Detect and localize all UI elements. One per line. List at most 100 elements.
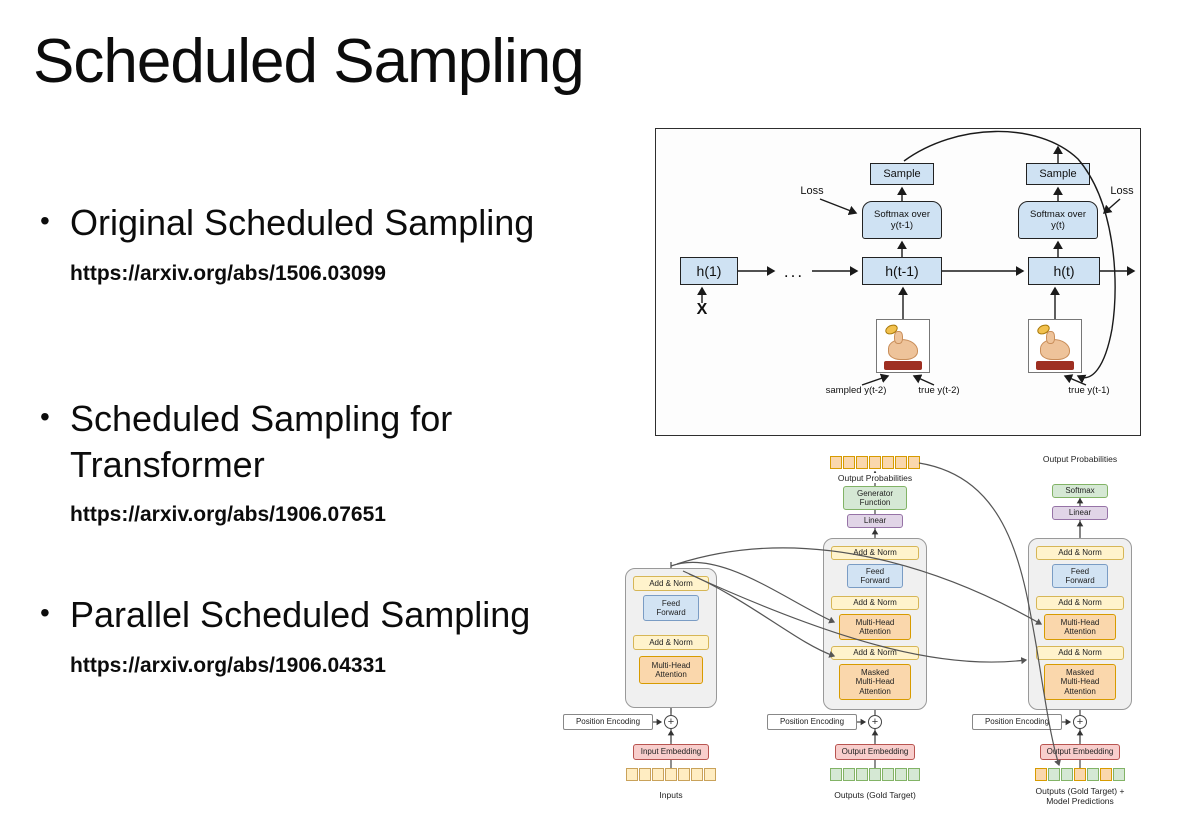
token-cell (1113, 768, 1125, 781)
encoder-add-norm-1: Add & Norm (633, 576, 709, 591)
output-probabilities-label-2: Output Probabilities (1042, 454, 1118, 464)
token-cell (843, 456, 855, 469)
decoder1-add-norm-3: Add & Norm (831, 646, 919, 660)
output-probability-cells (830, 456, 920, 469)
token-cell (869, 456, 881, 469)
decoder2-position-encoding: Position Encoding (972, 714, 1062, 730)
token-cell (895, 768, 907, 781)
rnn-softmax-t: Softmax over y(t) (1018, 201, 1098, 239)
token-cell (869, 768, 881, 781)
rnn-sampled-y-label: sampled y(t-2) (825, 385, 887, 396)
decoder2-linear: Linear (1052, 506, 1108, 520)
decoder2-output-embedding: Output Embedding (1040, 744, 1120, 760)
transformer-diagram: Add & Norm Feed Forward Add & Norm Multi… (555, 450, 1180, 835)
encoder-add-norm-2: Add & Norm (633, 635, 709, 650)
encoder-feed-forward: Feed Forward (643, 595, 699, 621)
arxiv-link[interactable]: https://arxiv.org/abs/1906.04331 (70, 653, 386, 677)
decoder2-multi-head-attention: Multi-Head Attention (1044, 614, 1116, 640)
rnn-loss-left: Loss (800, 185, 824, 197)
decoder2-feed-forward: Feed Forward (1052, 564, 1108, 588)
inputs-label: Inputs (659, 790, 683, 800)
token-cell (639, 768, 651, 781)
decoder2-add-norm-2: Add & Norm (1036, 596, 1124, 610)
token-cell (1035, 768, 1047, 781)
encoder-position-encoding: Position Encoding (563, 714, 653, 730)
token-cell (856, 456, 868, 469)
hand-icon (1040, 331, 1070, 360)
rnn-node-h1: h(1) (680, 257, 738, 285)
token-cell (1100, 768, 1112, 781)
rnn-ellipsis: ... (783, 262, 805, 281)
rnn-diagram: h(1) ... h(t-1) h(t) Softmax over y(t-1)… (655, 128, 1141, 436)
decoder1-output-embedding: Output Embedding (835, 744, 915, 760)
decoder1-feed-forward: Feed Forward (847, 564, 903, 588)
token-cell (1061, 768, 1073, 781)
decoder1-multi-head-attention: Multi-Head Attention (839, 614, 911, 640)
rnn-node-ht: h(t) (1028, 257, 1100, 285)
bullet-item-parallel-ss: Parallel Scheduled Sampling https://arxi… (38, 592, 543, 678)
token-cell (652, 768, 664, 781)
rnn-true-y-t1-label: true y(t-1) (1068, 385, 1110, 396)
decoder2-plus-icon (1073, 715, 1087, 729)
outputs-gold-label: Outputs (Gold Target) (834, 790, 916, 800)
bullet-label: Scheduled Sampling for Transformer (38, 396, 543, 487)
token-cell (1074, 768, 1086, 781)
outputs-gold-plus-label: Outputs (Gold Target) + Model Prediction… (1035, 786, 1125, 807)
rnn-loss-right: Loss (1110, 185, 1134, 197)
token-cell (626, 768, 638, 781)
output-probabilities-label: Output Probabilities (810, 473, 940, 484)
gold-target-cells (830, 768, 920, 781)
token-cell (882, 768, 894, 781)
token-cell (691, 768, 703, 781)
token-cell (843, 768, 855, 781)
coin-flip-image-t-1 (876, 319, 930, 373)
decoder2-add-norm-1: Add & Norm (1036, 546, 1124, 560)
decoder1-add-norm-2: Add & Norm (831, 596, 919, 610)
token-cell (856, 768, 868, 781)
sleeve-shape (1036, 361, 1074, 370)
token-cell (665, 768, 677, 781)
token-cell (882, 456, 894, 469)
decoder1-masked-multi-head-attention: Masked Multi-Head Attention (839, 664, 911, 700)
rnn-softmax-t-1: Softmax over y(t-1) (862, 201, 942, 239)
decoder2-add-norm-3: Add & Norm (1036, 646, 1124, 660)
token-cell (1087, 768, 1099, 781)
bullet-item-original-ss: Original Scheduled Sampling https://arxi… (38, 200, 543, 286)
decoder2-masked-multi-head-attention: Masked Multi-Head Attention (1044, 664, 1116, 700)
token-cell (678, 768, 690, 781)
rnn-sample-t-1: Sample (870, 163, 934, 185)
arxiv-link[interactable]: https://arxiv.org/abs/1906.07651 (70, 503, 386, 527)
encoder-plus-icon (664, 715, 678, 729)
bullet-item-ss-transformer: Scheduled Sampling for Transformer https… (38, 396, 543, 527)
input-embedding: Input Embedding (633, 744, 709, 760)
slide-title: Scheduled Sampling (33, 27, 585, 96)
rnn-node-ht-1: h(t-1) (862, 257, 942, 285)
bullet-label: Parallel Scheduled Sampling (38, 592, 543, 638)
arxiv-link[interactable]: https://arxiv.org/abs/1506.03099 (70, 261, 386, 285)
input-token-cells (626, 768, 716, 781)
thumb-icon (1046, 331, 1055, 344)
mixed-target-prediction-cells (1035, 768, 1125, 781)
token-cell (908, 456, 920, 469)
token-cell (895, 456, 907, 469)
decoder1-linear: Linear (847, 514, 903, 528)
token-cell (830, 456, 842, 469)
rnn-x-input: X (696, 301, 708, 318)
decoder1-plus-icon (868, 715, 882, 729)
token-cell (830, 768, 842, 781)
rnn-sample-t: Sample (1026, 163, 1090, 185)
bullet-label: Original Scheduled Sampling (38, 200, 543, 246)
thumb-icon (894, 331, 903, 344)
token-cell (908, 768, 920, 781)
encoder-multi-head-attention: Multi-Head Attention (639, 656, 703, 684)
rnn-true-y-t2-label: true y(t-2) (918, 385, 960, 396)
sleeve-shape (884, 361, 922, 370)
decoder1-position-encoding: Position Encoding (767, 714, 857, 730)
token-cell (704, 768, 716, 781)
hand-icon (888, 331, 918, 360)
decoder1-add-norm-1: Add & Norm (831, 546, 919, 560)
generator-function: Generator Function (843, 486, 907, 510)
token-cell (1048, 768, 1060, 781)
coin-flip-image-t (1028, 319, 1082, 373)
